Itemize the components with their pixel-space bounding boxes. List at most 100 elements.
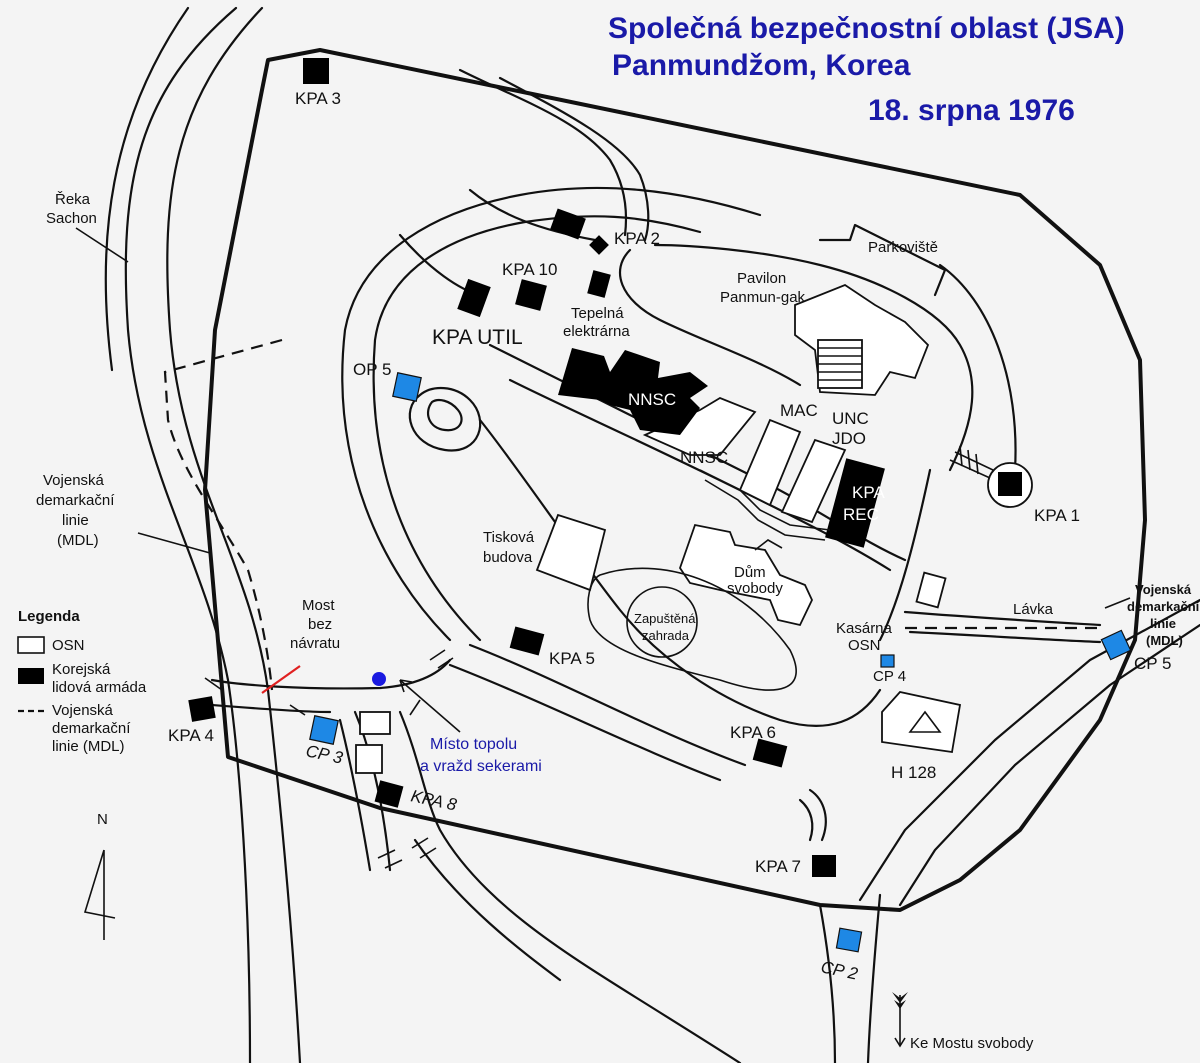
dum-svobody [679,523,813,627]
label-cp2: CP 2 [819,957,860,983]
cp4-post [880,654,895,668]
tiskova-budova [535,513,607,592]
label-ke-mostu: Ke Mostu svobody [910,1035,1034,1052]
kpa3-post [303,58,329,84]
kpa1-stairs [949,445,994,479]
sachon-river [124,6,302,1063]
legend-kpa-label-1: Korejská [52,661,111,678]
kpa-util-post [457,278,491,318]
kpa2-building [550,208,586,240]
kpa-rec-building [825,458,885,548]
label-kasarna-1: Kasárna [836,620,893,637]
label-misto-2: a vražd sekerami [420,758,542,775]
label-nnsc-main: NNSC [628,390,676,409]
bridge-of-no-return-marker [261,665,301,694]
kpa2-post [589,235,609,255]
label-cp4: CP 4 [873,668,906,685]
label-parkoviste: Parkoviště [868,239,938,256]
label-cp5: CP 5 [1134,654,1172,673]
label-h128: H 128 [891,763,936,782]
label-most-2: bez [308,616,332,633]
legend-kpa-swatch [18,668,44,684]
kpa6-post [752,738,788,768]
cp2-post [835,927,863,953]
label-misto-1: Místo topolu [430,736,517,753]
label-reka-1: Řeka [55,191,91,208]
pavilion-stair-lines [818,347,862,381]
garden-inner [626,586,698,658]
legend-kpa-label-2: lidová armáda [52,679,147,696]
kpa-posts [188,58,1022,877]
label-north: N [97,811,108,828]
op5-post [392,372,422,402]
label-tiskova-1: Tisková [483,529,535,546]
label-unc-2: JDO [832,429,866,448]
axe-murder-site-marker [372,672,386,686]
label-kasarna-2: OSN [848,637,881,654]
label-dum-1: Dům [734,564,766,581]
label-mdl-right-2: demarkační [1127,599,1200,614]
kpa10-post [515,279,547,311]
nnsc-building-white [642,396,757,456]
title-line-2: Panmundžom, Korea [612,49,911,82]
cp5-post [1100,629,1132,661]
helipad-triangle [908,710,942,733]
label-tepelna-2: elektrárna [563,323,630,340]
label-mdl-right-3: linie [1150,616,1176,631]
internal-roads [210,68,1200,1063]
kpa1-post [998,472,1022,496]
label-most-1: Most [302,597,335,614]
legend-mdl-label-2: demarkační [52,720,131,737]
label-kpa-rec-2: REC [843,505,879,524]
label-zahrada-1: Zapuštěná [634,611,696,626]
label-lavka: Lávka [1013,601,1054,618]
mdl-line-left [163,338,283,691]
label-nnsc-2: NNSC [680,448,728,467]
bridge-building-2 [355,744,383,774]
bridge-building-1 [359,711,391,735]
legend-osn-swatch [17,636,45,654]
label-pavilon-1: Pavilon [737,270,786,287]
kpa5-post [509,626,545,656]
left-road [104,6,190,372]
label-tepelna-1: Tepelná [571,305,624,322]
legend: Legenda OSN Korejská lidová armáda Vojen… [17,608,147,755]
h128-helipad [881,691,962,754]
label-kpa3: KPA 3 [295,89,341,108]
legend-mdl-label-1: Vojenská [52,702,114,719]
label-mdl-left-4: (MDL) [57,532,99,549]
legend-mdl-label-3: linie (MDL) [52,738,125,755]
label-tiskova-2: budova [483,549,533,566]
label-kpa7: KPA 7 [755,857,801,876]
label-most-3: návratu [290,635,340,652]
label-mdl-left-2: demarkační [36,492,115,509]
reka-pointer [75,227,129,263]
tepelna-elektrarna [587,270,611,298]
jsa-boundary [203,48,1147,912]
label-mdl-left-3: linie [62,512,89,529]
title-line-1: Společná bezpečnostní oblast (JSA) [608,12,1125,45]
label-kpa2: KPA 2 [614,229,660,248]
mac-building [738,418,802,507]
label-mdl-right-4: (MDL) [1146,633,1183,648]
label-unc-1: UNC [832,409,869,428]
road-gates [204,649,454,869]
ke-mostu-arrow [892,992,908,1048]
label-op5: OP 5 [353,360,391,379]
nnsc-black-building [558,348,708,435]
label-mac: MAC [780,401,818,420]
kpa4-post [188,696,216,722]
unc-jdo-building [780,438,847,524]
label-kpa6: KPA 6 [730,723,776,742]
label-kpa4: KPA 4 [168,726,214,745]
mdl-left-pointer [137,532,211,554]
label-pavilon-2: Panmun-gak [720,289,806,306]
label-dum-2: svobody [727,580,783,597]
north-arrow [83,849,116,940]
label-kpa1: KPA 1 [1034,506,1080,525]
title-date: 18. srpna 1976 [868,94,1075,127]
legend-osn-label: OSN [52,637,85,654]
label-kpa-util: KPA UTIL [432,326,523,349]
kpa8-post [374,780,404,808]
